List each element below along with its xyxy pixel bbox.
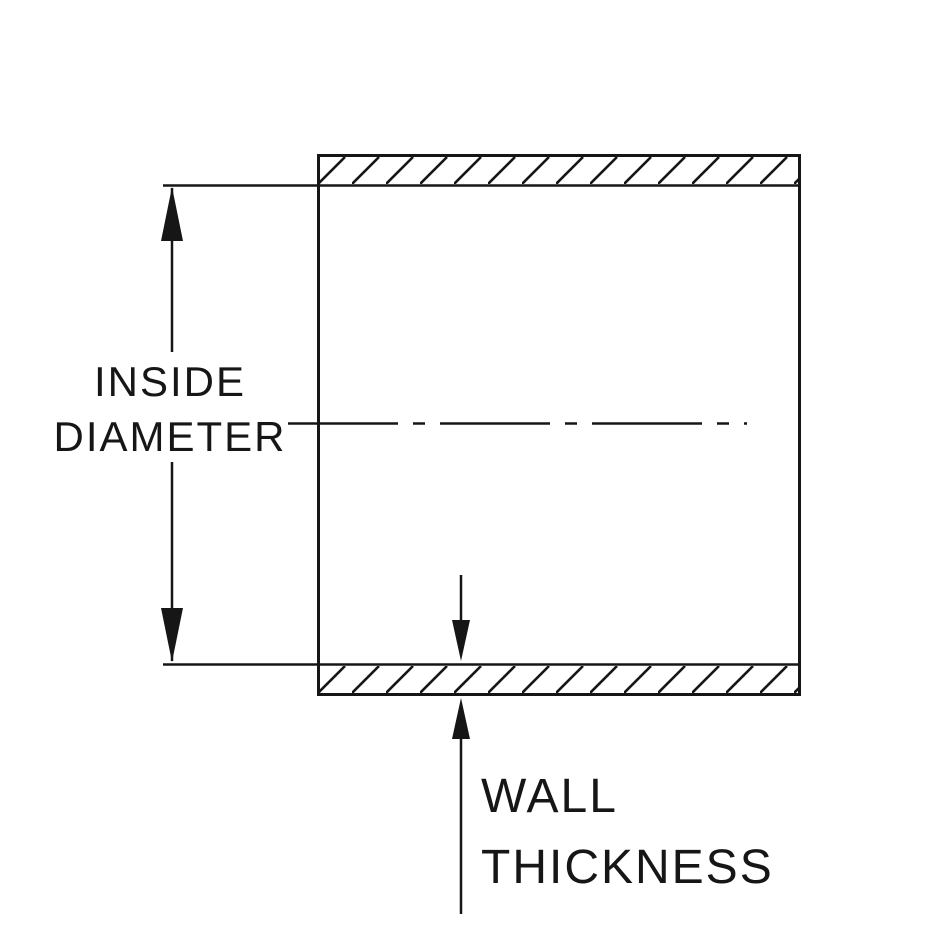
arrowhead-down-icon [161,608,183,662]
inside-diameter-label-line2: DIAMETER [53,413,286,460]
wall-thickness-label-line2: THICKNESS [481,841,774,894]
inside-diameter-dimension: INSIDE DIAMETER [53,187,286,662]
tube-body [163,154,801,696]
arrowhead-up-icon [452,698,470,739]
arrowhead-down-icon [452,620,470,661]
wall-thickness-label-line1: WALL [481,770,618,823]
tube-outline [317,154,801,696]
wall-thickness-callout: WALL THICKNESS [452,575,774,914]
inside-diameter-label-line1: INSIDE [94,358,246,405]
bottom-wall-hatch [320,666,798,693]
top-wall-hatch [320,157,798,184]
arrowhead-up-icon [161,187,183,241]
